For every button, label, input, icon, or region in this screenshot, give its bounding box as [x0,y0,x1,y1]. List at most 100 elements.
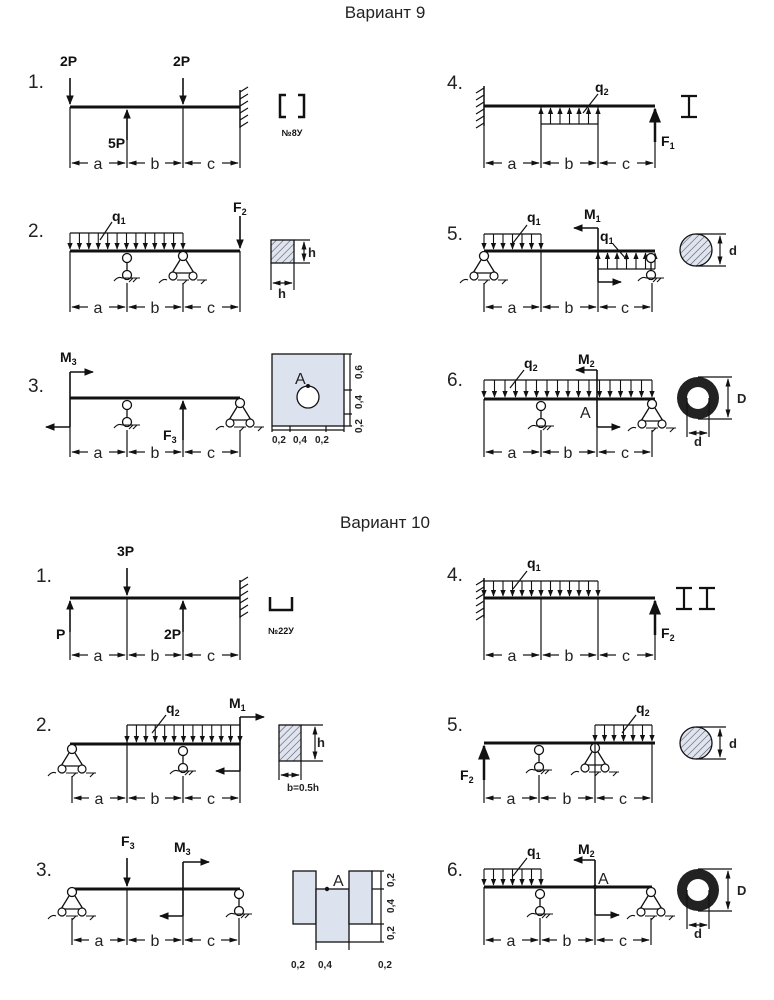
dim-c: c [207,300,215,317]
dim-a: a [95,933,104,950]
section-point-A: A [295,371,306,388]
problem-number: 1. [36,566,52,587]
fixed-support-icon [239,576,249,618]
circle-section-icon [679,726,726,760]
v9-problem-5: 5. q1 q1 M1 a b c [447,206,737,317]
v9-problem-3: 3. M3 F3 a b c A 0,2 0,4 [28,349,365,462]
section-dim-d: d [694,926,702,941]
circle-section-icon [679,233,726,267]
problem-number: 3. [28,376,44,397]
roller-support-icon [169,745,197,776]
dimension-lines [483,887,652,945]
load-leader [512,224,528,244]
section-dim: 0,2 [386,926,397,940]
variant-10-title: Вариант 10 [340,513,430,532]
distributed-load-q2 [481,379,655,398]
dim-a: a [94,300,103,317]
v9-problem-2: 2. q1 F2 a b c h h [28,199,316,317]
problem-number: 2. [36,715,52,736]
plate-with-hole-section-icon [271,353,352,432]
dimension-lines [483,598,656,660]
moment-label: M3 [60,349,77,367]
dim-a: a [507,791,516,808]
pin-support-icon [47,743,97,778]
moment-label: M2 [578,351,595,369]
v9-problem-1: 1. 2P 5P 2P a b c №8У [28,53,306,173]
load-label: q2 [636,700,650,718]
section-dim-h: h [317,735,325,750]
roller-support-icon [113,399,141,430]
force-label: P [56,626,65,642]
section-dim: 0,2 [291,960,305,971]
section-dim: 0,2 [386,873,397,887]
section-label: №22У [268,626,294,636]
v10-problem-5: 5. q2 F2 a b c d [447,700,737,808]
force-label: 5P [108,135,125,151]
section-dim: 0,2 [354,419,365,433]
pin-support-icon [459,250,509,285]
dim-b: b [565,156,574,173]
pin-support-icon [47,886,97,921]
dim-b: b [151,445,160,462]
section-dim: 0,4 [318,960,332,971]
dimension-lines [69,427,241,457]
section-dim-d: d [694,434,702,449]
roller-support-icon [525,744,553,775]
load-label: q1 [527,209,541,227]
problem-number: 5. [447,715,463,736]
fixed-support-icon [475,578,485,621]
dim-c: c [621,445,629,462]
ring-section-icon [677,376,732,437]
problem-number: 2. [28,221,44,242]
problem-number: 1. [28,72,44,93]
channel-section-icon [278,93,306,119]
load-leader [612,243,628,261]
moment-icon [159,858,210,920]
moment-icon [45,368,94,431]
point-A-label: A [580,405,591,422]
force-label: 3P [117,543,134,559]
roller-support-icon [527,400,555,431]
section-dim-d: d [729,243,737,258]
dim-b: b [564,445,573,462]
roller-support-icon [637,252,665,283]
section-dim-h: h [308,245,316,260]
section-dim: 0,6 [354,365,365,379]
section-dim-b: b=0.5h [287,783,319,794]
dimension-lines [483,106,656,168]
dim-b: b [563,933,572,950]
force-label: F2 [661,625,675,643]
load-leader [509,369,525,389]
channel-section-icon [268,597,294,612]
moment-icon [215,713,265,775]
dim-c: c [207,791,215,808]
v10-problem-3: 3. F3 M3 a b c A 0,2 0,4 [36,833,397,971]
section-dim-d: d [729,736,737,751]
force-label: 2P [60,53,77,69]
force-label: F3 [121,833,135,851]
problem-number: 4. [447,565,463,586]
double-i-beam-section-icon [676,586,715,611]
dimension-lines [71,725,241,803]
dimension-lines [483,399,653,457]
v9-problem-4: 4. q2 F1 a b c [447,73,697,173]
roller-support-icon [225,888,253,919]
ring-section-icon [677,868,732,929]
dimension-lines [69,598,241,660]
dim-b: b [563,791,572,808]
dim-b: b [151,933,160,950]
v10-problem-4: 4. q1 F2 a b c [447,555,715,665]
dimension-lines [71,889,240,945]
load-leader [582,93,599,114]
dim-b: b [151,300,160,317]
dim-a: a [94,648,103,665]
dimension-lines [69,107,241,168]
distributed-load-q1 [481,580,601,597]
point-A-label: A [598,871,609,888]
dim-b: b [565,648,574,665]
v10-problem-1: 1. 3P P 2P a b c №22У [36,543,294,665]
moment-label: M1 [229,695,246,713]
section-dim: 0,2 [272,435,286,446]
dim-c: c [207,648,215,665]
